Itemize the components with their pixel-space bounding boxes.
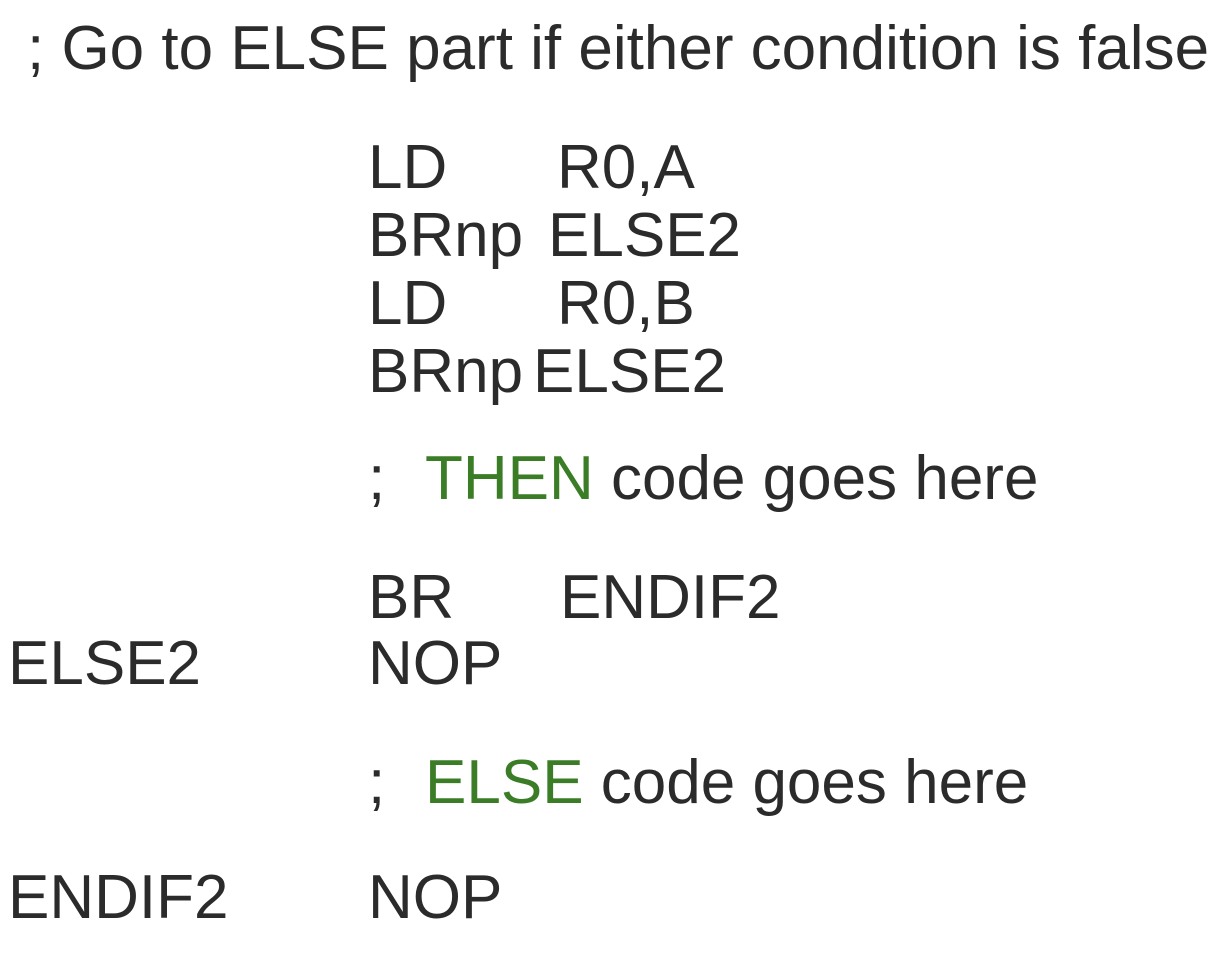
opcode-ld: LD [368,133,448,202]
asm-line-br-endif: BR ENDIF2 [0,567,1228,633]
opcode-nop: NOP [368,863,503,932]
operand-endif2: ENDIF2 [560,563,781,632]
opcode-brnp: BRnp [368,201,524,270]
comment-semicolon: ; [368,444,386,513]
asm-line-brnp-1: BRnp ELSE2 [0,205,1228,271]
else-keyword: ELSE [425,748,584,817]
then-comment-rest: code goes here [593,444,1039,513]
comment-semicolon: ; [368,748,386,817]
opcode-ld: LD [368,269,448,338]
comment-line-header: ; Go to ELSE part if either condition is… [0,18,1228,84]
asm-line-endif2-nop: ENDIF2 NOP [0,867,1228,933]
comment-line-then: ;THEN code goes here [0,448,1228,514]
asm-line-ld-a: LD R0,A [0,137,1228,203]
operand-else2: ELSE2 [548,201,742,270]
label-endif2: ENDIF2 [8,863,229,932]
then-keyword: THEN [425,444,594,513]
label-else2: ELSE2 [8,629,202,698]
asm-line-ld-b: LD R0,B [0,273,1228,339]
operand-r0-a: R0,A [557,133,695,202]
opcode-nop: NOP [368,629,503,698]
operand-r0-b: R0,B [557,269,695,338]
opcode-brnp: BRnp [368,337,524,406]
asm-line-brnp-2: BRnp ELSE2 [0,341,1228,407]
operand-else2: ELSE2 [533,337,727,406]
comment-line-else: ;ELSE code goes here [0,752,1228,818]
asm-line-else2-nop: ELSE2 NOP [0,633,1228,699]
else-comment-text: ;ELSE code goes here [368,752,1028,814]
opcode-br: BR [368,563,455,632]
then-comment-text: ;THEN code goes here [368,448,1038,510]
header-comment-text: ; Go to ELSE part if either condition is… [27,14,1210,83]
else-comment-rest: code goes here [583,748,1029,817]
